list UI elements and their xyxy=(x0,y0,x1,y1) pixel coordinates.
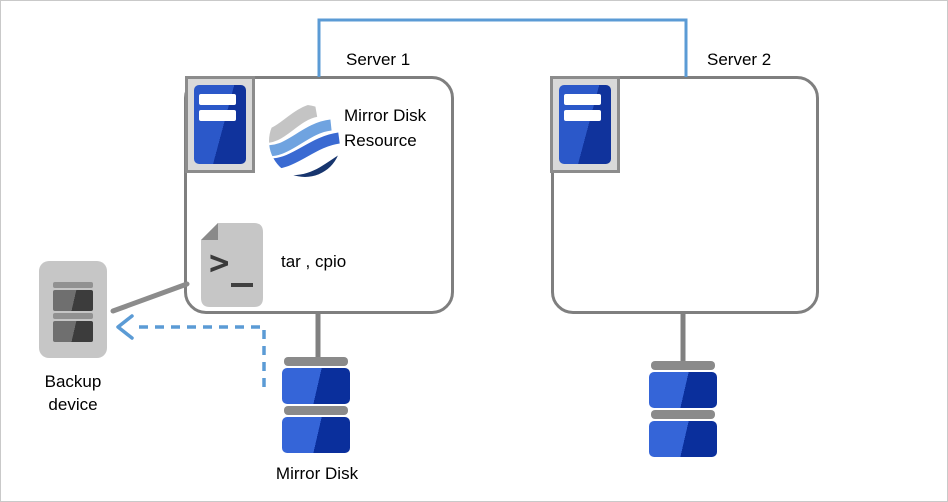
server-slot xyxy=(564,94,601,105)
backup-link-line xyxy=(110,281,190,314)
disk-cap xyxy=(651,410,715,419)
disk-platter xyxy=(649,421,717,457)
server1-label: Server 1 xyxy=(346,50,411,69)
disk-stack-icon xyxy=(282,357,350,453)
copy-flow-dashed-line xyxy=(139,325,266,393)
disk-cap xyxy=(284,406,348,415)
server-slot xyxy=(199,94,236,105)
server-tower-icon xyxy=(185,76,255,173)
disk-platter xyxy=(282,417,350,453)
disk-platter xyxy=(282,368,350,404)
mirror-disk-resource-label: Mirror Disk Resource xyxy=(344,106,427,150)
backup-device-bar xyxy=(53,313,93,319)
backup-device-bar xyxy=(53,282,93,288)
tape-backup-device-icon xyxy=(39,261,107,358)
backup-device-slot xyxy=(53,321,93,342)
copy-flow-arrowhead xyxy=(116,314,134,340)
svg-text:>: > xyxy=(209,243,229,283)
shell-script-file-icon: > xyxy=(201,223,263,307)
server2-label: Server 2 xyxy=(707,50,772,69)
backup-device-label: Backup device xyxy=(44,372,102,414)
server-slot xyxy=(199,110,236,121)
backup-device-slot xyxy=(53,290,93,311)
server-tower-body xyxy=(194,85,246,164)
disk-stack-icon xyxy=(649,361,717,457)
backup-tool-label: tar , cpio xyxy=(281,252,347,271)
server-tower-body xyxy=(559,85,611,164)
disk-cap xyxy=(284,357,348,366)
disk-cap xyxy=(651,361,715,370)
disk-platter xyxy=(649,372,717,408)
server-tower-icon xyxy=(550,76,620,173)
server-slot xyxy=(564,110,601,121)
wave-globe-icon xyxy=(269,105,341,177)
mirror-disk-label: Mirror Disk xyxy=(275,464,359,483)
